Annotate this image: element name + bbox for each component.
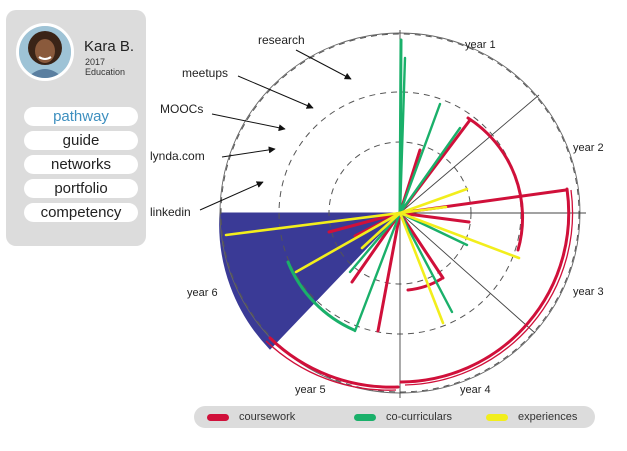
legend: coursework co-curriculars experiences xyxy=(194,406,595,428)
user-year: 2017 xyxy=(85,57,106,67)
year-label-5: year 5 xyxy=(295,384,326,396)
user-name: Kara B. xyxy=(84,38,135,55)
nav-item-pathway[interactable]: pathway xyxy=(24,107,138,126)
legend-label-experiences: experiences xyxy=(518,411,578,423)
year-label-1: year 1 xyxy=(465,39,496,51)
coursework-marks xyxy=(268,116,571,389)
ring-label-moocs: MOOCs xyxy=(160,102,203,116)
legend-swatch-co-curriculars xyxy=(354,413,376,421)
legend-swatch-coursework xyxy=(207,413,229,421)
ring-labels: research meetups MOOCs lynda.com linkedi… xyxy=(150,33,305,219)
legend-swatch-experiences xyxy=(486,413,508,421)
ring-label-meetups: meetups xyxy=(182,66,228,80)
ring-label-research: research xyxy=(258,33,305,47)
year-6-highlight-sector[interactable] xyxy=(219,212,402,350)
co-curricular-marks xyxy=(286,38,469,333)
year-label-2: year 2 xyxy=(573,142,604,154)
year-label-6: year 6 xyxy=(187,287,218,299)
profile-panel: Kara B. 2017 Education pathway guide net… xyxy=(6,10,146,246)
legend-label-coursework: coursework xyxy=(239,411,296,423)
nav-item-networks[interactable]: networks xyxy=(24,155,138,174)
year-label-3: year 3 xyxy=(573,286,604,298)
year-dividers xyxy=(399,30,586,398)
nav-menu: pathway guide networks portfolio compete… xyxy=(24,107,138,227)
nav-item-competency[interactable]: competency xyxy=(24,203,138,222)
legend-item-coursework: coursework xyxy=(207,406,295,428)
nav-item-guide[interactable]: guide xyxy=(24,131,138,150)
legend-item-experiences: experiences xyxy=(486,406,577,428)
legend-item-co-curriculars: co-curriculars xyxy=(354,406,452,428)
user-department: Education xyxy=(85,67,126,77)
experience-marks xyxy=(224,187,521,325)
legend-label-co-curriculars: co-curriculars xyxy=(386,411,453,423)
coursework-thin-marks xyxy=(265,189,574,391)
ring-pointer-arrows xyxy=(199,49,352,211)
year-labels: year 1 year 2 year 3 year 4 year 5 year … xyxy=(187,39,604,396)
nav-item-portfolio[interactable]: portfolio xyxy=(24,179,138,198)
ring-label-linkedin: linkedin xyxy=(150,205,191,219)
ring-label-lynda: lynda.com xyxy=(150,149,205,163)
avatar xyxy=(16,23,74,81)
year-label-4: year 4 xyxy=(460,384,491,396)
